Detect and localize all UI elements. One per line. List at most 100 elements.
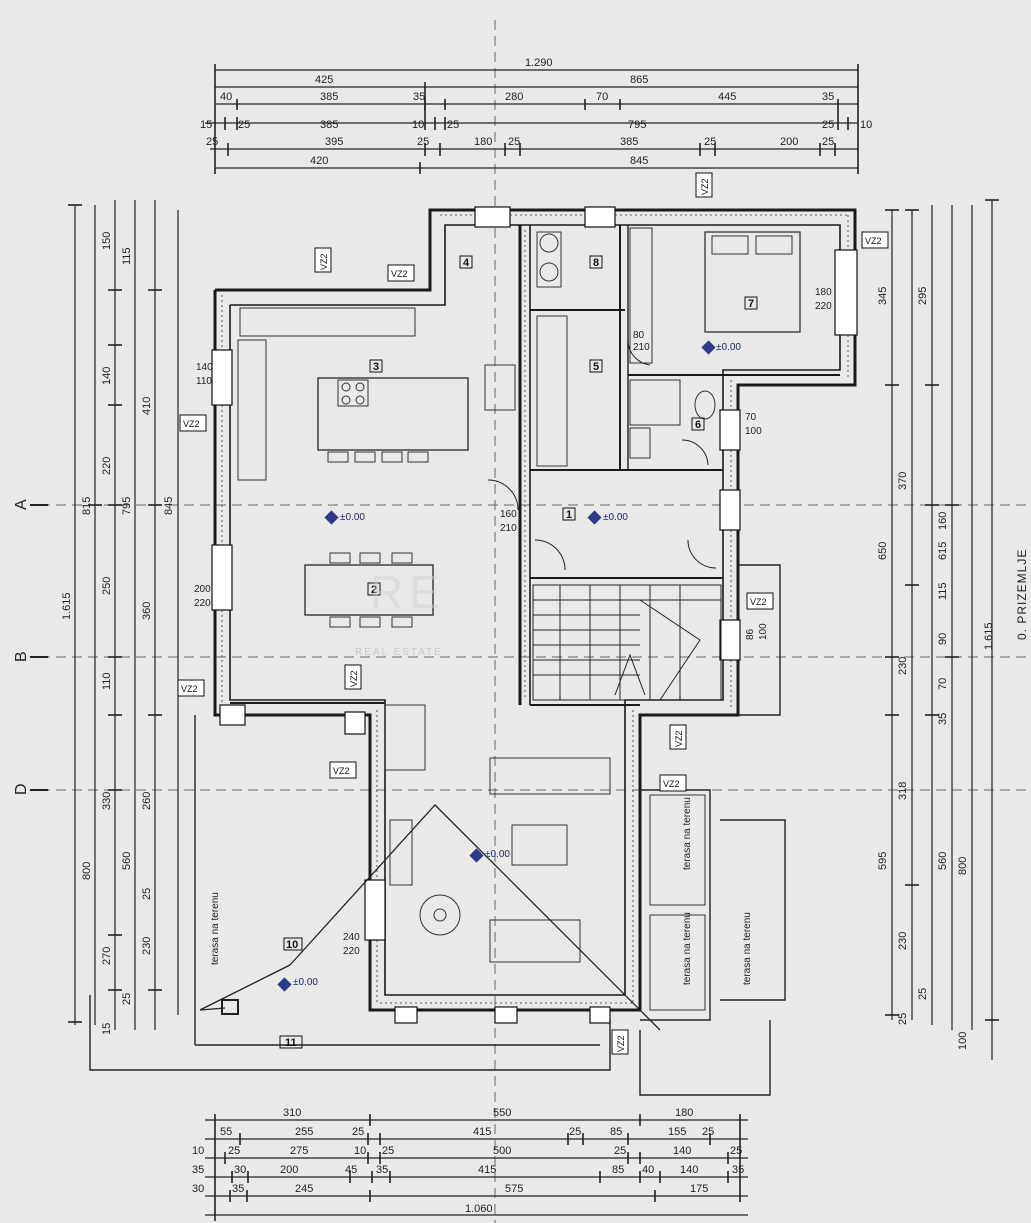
vz-tag-6: VZ2 xyxy=(181,684,198,694)
roof-outline xyxy=(199,804,661,1031)
vz-tag-11: VZ2 xyxy=(663,779,680,789)
dims-left-text: 1.615 815 800 150 115 140 220 250 110 33… xyxy=(61,232,175,1035)
dim-top-5-0: 25 xyxy=(206,136,218,148)
dims-left xyxy=(68,200,179,1030)
dim-left-in2-4: 230 xyxy=(141,937,153,955)
dims-right-text: 1.615 650 800 100 345 370 230 318 595 23… xyxy=(877,287,995,1050)
dim-bot-2-1: 255 xyxy=(295,1126,313,1138)
dim-right-in2-8: 35 xyxy=(937,713,949,725)
elevation-texts: ±0.00 ±0.00 ±0.00 ±0.00 ±0.00 xyxy=(293,342,741,988)
dim-top-3-5: 445 xyxy=(718,91,736,103)
dim-top-4-7: 10 xyxy=(860,119,872,131)
dim-left-in-1: 115 xyxy=(121,247,133,265)
vz-tag-12: VZ2 xyxy=(616,1035,626,1052)
dim-right-in2-0: 295 xyxy=(917,287,929,305)
dim-right-mid-2: 100 xyxy=(957,1032,969,1050)
opening-wardrobe-h: 210 xyxy=(633,342,650,353)
dim-right-in-1: 370 xyxy=(897,472,909,490)
room-8-number: 8 xyxy=(593,257,599,269)
grid-label-a: A xyxy=(13,499,48,510)
doors xyxy=(487,339,717,571)
terrace-labels: terasa na terenu terasa na terenu terasa… xyxy=(210,797,753,985)
dim-bot-5-2: 245 xyxy=(295,1183,313,1195)
elevation-living-dining: ±0.00 xyxy=(340,512,365,523)
dim-bot-4-0: 35 xyxy=(192,1164,204,1176)
dim-bot-4-9: 35 xyxy=(732,1164,744,1176)
elevation-bedroom: ±0.00 xyxy=(716,342,741,353)
vz-tag-7: VZ2 xyxy=(349,670,359,687)
dim-bot-3-6: 25 xyxy=(614,1145,626,1157)
elevation-markers xyxy=(277,340,716,992)
elevation-living: ±0.00 xyxy=(485,849,510,860)
dim-right-in-0: 345 xyxy=(877,287,889,305)
dim-top-2-0: 425 xyxy=(315,74,333,86)
terrace-label-right-3: terasa na terenu xyxy=(742,912,753,985)
dim-bot-4-3: 45 xyxy=(345,1164,357,1176)
opening-labels: 140 110 200 220 240 220 80 210 70 100 18… xyxy=(194,287,832,957)
dim-bot-2-4: 25 xyxy=(569,1126,581,1138)
dim-right-in-2: 230 xyxy=(897,657,909,675)
opening-dining-w: 200 xyxy=(194,584,211,595)
terrace-label-right-2: terasa na terenu xyxy=(682,912,693,985)
dim-left-in-10: 15 xyxy=(101,1023,113,1035)
dim-bot-3-0: 10 xyxy=(192,1145,204,1157)
dim-left-in2-6: 845 xyxy=(163,497,175,515)
room-2-number: 2 xyxy=(371,584,377,596)
dim-left-in2-1: 795 xyxy=(121,497,133,515)
opening-kitchen-h: 110 xyxy=(196,376,212,387)
dim-bot-2-0: 55 xyxy=(220,1126,232,1138)
dim-left-in2-3: 260 xyxy=(141,792,153,810)
room-6-number: 6 xyxy=(695,419,701,431)
dim-bot-3-3: 10 xyxy=(354,1145,366,1157)
watermark-main: RE xyxy=(370,566,446,618)
dim-bot-5-3: 575 xyxy=(505,1183,523,1195)
dim-top-5-6: 25 xyxy=(704,136,716,148)
dim-top-6-1: 845 xyxy=(630,155,648,167)
dim-top-4-1: 25 xyxy=(238,119,250,131)
dim-right-in-3: 318 xyxy=(897,782,909,800)
opening-kitchen-w: 140 xyxy=(196,362,213,373)
dim-left-mid-0: 815 xyxy=(81,497,93,515)
dim-top-4-6: 25 xyxy=(822,119,834,131)
dim-top-5-2: 25 xyxy=(417,136,429,148)
opening-bed-h: 220 xyxy=(815,301,832,312)
dim-top-4-2: 385 xyxy=(320,119,338,131)
dim-bot-4-2: 200 xyxy=(280,1164,298,1176)
dims-top-text: 1.290 425 865 40 385 35 280 70 445 35 15… xyxy=(200,57,872,167)
dim-top-4-5: 795 xyxy=(628,119,646,131)
room-3-number: 3 xyxy=(373,361,379,373)
dim-top-2-1: 865 xyxy=(630,74,648,86)
dim-top-5-7: 200 xyxy=(780,136,798,148)
dim-left-in-3: 220 xyxy=(101,457,113,475)
dim-top-3-0: 40 xyxy=(220,91,232,103)
dim-bot-4-6: 85 xyxy=(612,1164,624,1176)
grid-label-b: B xyxy=(13,651,48,662)
dim-left-in-4: 250 xyxy=(101,577,113,595)
dim-bot-3-2: 275 xyxy=(290,1145,308,1157)
dim-bot-3-7: 140 xyxy=(673,1145,691,1157)
dim-top-3-6: 35 xyxy=(822,91,834,103)
grid-label-d: D xyxy=(13,783,48,795)
grid-lines xyxy=(40,20,1031,1223)
opening-hall-w: 160 xyxy=(500,509,517,520)
dim-bot-5-0: 30 xyxy=(192,1183,204,1195)
dims-right xyxy=(885,199,999,1060)
dim-bot-2-2: 25 xyxy=(352,1126,364,1138)
dim-bot-1-1: 550 xyxy=(493,1107,511,1119)
stairs xyxy=(532,584,722,701)
dims-bottom-text: 310 550 180 55 255 25 415 25 85 155 25 1… xyxy=(192,1107,744,1215)
dim-top-6-0: 420 xyxy=(310,155,328,167)
dim-top-3-1: 385 xyxy=(320,91,338,103)
dim-right-in2-6: 90 xyxy=(937,633,949,645)
opening-bed-w: 180 xyxy=(815,287,832,298)
watermark-sub: REAL ESTATE xyxy=(355,647,443,658)
dim-right-in2-3: 25 xyxy=(917,988,929,1000)
dim-left-in-2: 140 xyxy=(101,367,113,385)
dim-bot-4-7: 40 xyxy=(642,1164,654,1176)
dims-bottom xyxy=(205,1114,748,1221)
dim-left-in2-0: 410 xyxy=(141,397,153,415)
dim-right-in2-4: 160 xyxy=(937,512,949,530)
opening-bath-w: 70 xyxy=(745,412,757,423)
dim-left-in-5: 110 xyxy=(101,672,113,690)
grid-label-d-text: D xyxy=(13,783,30,795)
